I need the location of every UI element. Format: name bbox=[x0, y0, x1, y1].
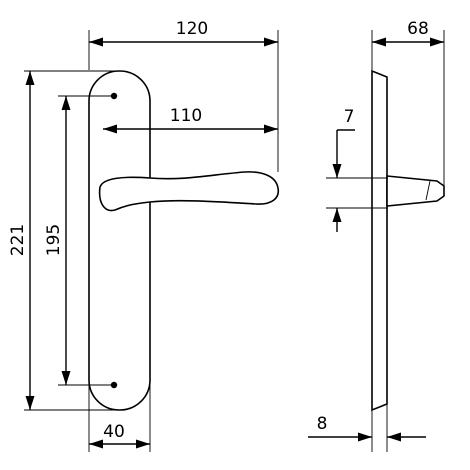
dim-195-label: 195 bbox=[44, 224, 64, 256]
side-view: 68 7 8 bbox=[308, 19, 445, 452]
dim-110: 110 bbox=[103, 106, 278, 134]
side-lever-handle bbox=[386, 175, 445, 207]
dim-8-label: 8 bbox=[317, 414, 328, 434]
dim-7-label: 7 bbox=[344, 107, 355, 127]
dim-221-label: 221 bbox=[8, 224, 28, 256]
dim-110-label: 110 bbox=[170, 106, 202, 126]
front-lever-handle bbox=[98, 171, 280, 212]
dim-120-label: 120 bbox=[176, 19, 208, 39]
dim-40-label: 40 bbox=[103, 422, 125, 442]
dim-120: 120 bbox=[88, 19, 279, 172]
dim-40: 40 bbox=[88, 380, 151, 452]
side-backplate bbox=[371, 69, 388, 412]
front-backplate bbox=[88, 70, 151, 411]
front-view: 120 110 221 195 bbox=[8, 19, 280, 452]
dim-195: 195 bbox=[44, 95, 111, 386]
dim-221: 221 bbox=[8, 70, 118, 411]
dim-68: 68 bbox=[371, 19, 445, 186]
dim-8: 8 bbox=[308, 404, 426, 452]
dim-68-label: 68 bbox=[407, 19, 429, 39]
bottom-screw-hole bbox=[110, 381, 118, 389]
top-screw-hole bbox=[110, 92, 118, 100]
dim-7: 7 bbox=[326, 107, 388, 232]
